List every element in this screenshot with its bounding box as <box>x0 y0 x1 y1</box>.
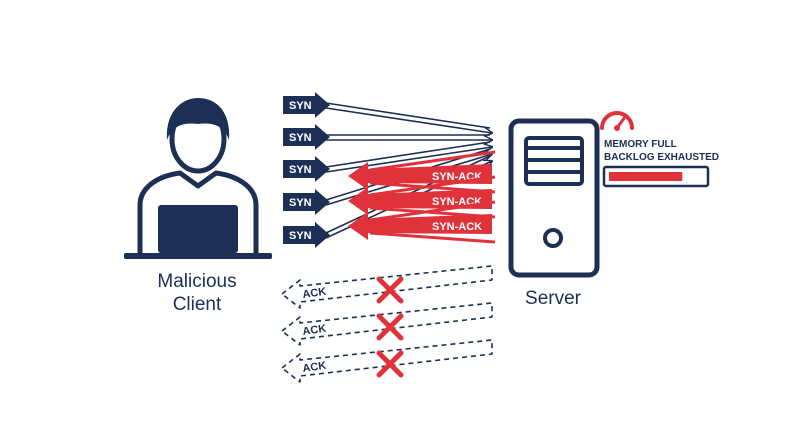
client-label-line2: Client <box>173 294 222 315</box>
client-label-line1: Malicious <box>157 271 236 292</box>
syn-block-arrow <box>283 222 330 248</box>
synack-streak <box>369 175 496 197</box>
ack-dashed-arrow <box>281 302 493 346</box>
ack-packet: ACK <box>281 302 493 346</box>
syn-trail-arrow <box>325 107 492 133</box>
backlog-meter-fill <box>609 172 683 181</box>
syn-label: SYN <box>289 230 312 242</box>
syn-label: SYN <box>289 197 312 209</box>
blocked-x-icon <box>376 276 404 304</box>
status-backlog-exhausted: BACKLOG EXHAUSTED <box>604 152 719 163</box>
synack-streak <box>369 231 496 244</box>
ack-packet: ACK <box>281 265 493 309</box>
syn-label: SYN <box>289 132 312 144</box>
speedometer-gauge-icon <box>600 111 634 131</box>
syn-packet: SYN <box>283 124 492 150</box>
syn-block-arrow <box>283 124 330 150</box>
syn-block-arrow <box>283 156 330 182</box>
syn-packet: SYN <box>283 141 492 182</box>
blocked-x-icon <box>376 350 404 378</box>
ack-arrow-group: ACK ACK ACK <box>281 265 493 383</box>
syn-trail-line <box>325 102 491 129</box>
server-tower-icon <box>508 118 600 278</box>
syn-block-arrow <box>283 189 330 215</box>
syn-packet: SYN <box>283 92 492 133</box>
server-label: Server <box>525 288 582 309</box>
syn-trail-arrow <box>325 147 492 173</box>
ack-dashed-arrow <box>281 265 493 309</box>
syn-label: SYN <box>289 164 312 176</box>
synack-streak <box>369 200 496 222</box>
ack-label: ACK <box>302 360 327 375</box>
synack-arrow <box>348 212 492 240</box>
ack-dashed-arrow <box>281 339 493 383</box>
synack-packet: SYN-ACK <box>348 200 496 244</box>
blocked-x-icon <box>376 313 404 341</box>
syn-trail-line <box>325 141 491 168</box>
syn-block-arrow <box>283 92 330 118</box>
ack-packet: ACK <box>281 339 493 383</box>
ack-label: ACK <box>302 286 327 301</box>
synack-label: SYN-ACK <box>432 221 482 233</box>
user-at-laptop-icon <box>124 98 272 259</box>
syn-label: SYN <box>289 100 312 112</box>
ack-label: ACK <box>302 323 327 338</box>
synack-streak <box>369 150 496 172</box>
status-memory-full: MEMORY FULL <box>604 139 677 150</box>
